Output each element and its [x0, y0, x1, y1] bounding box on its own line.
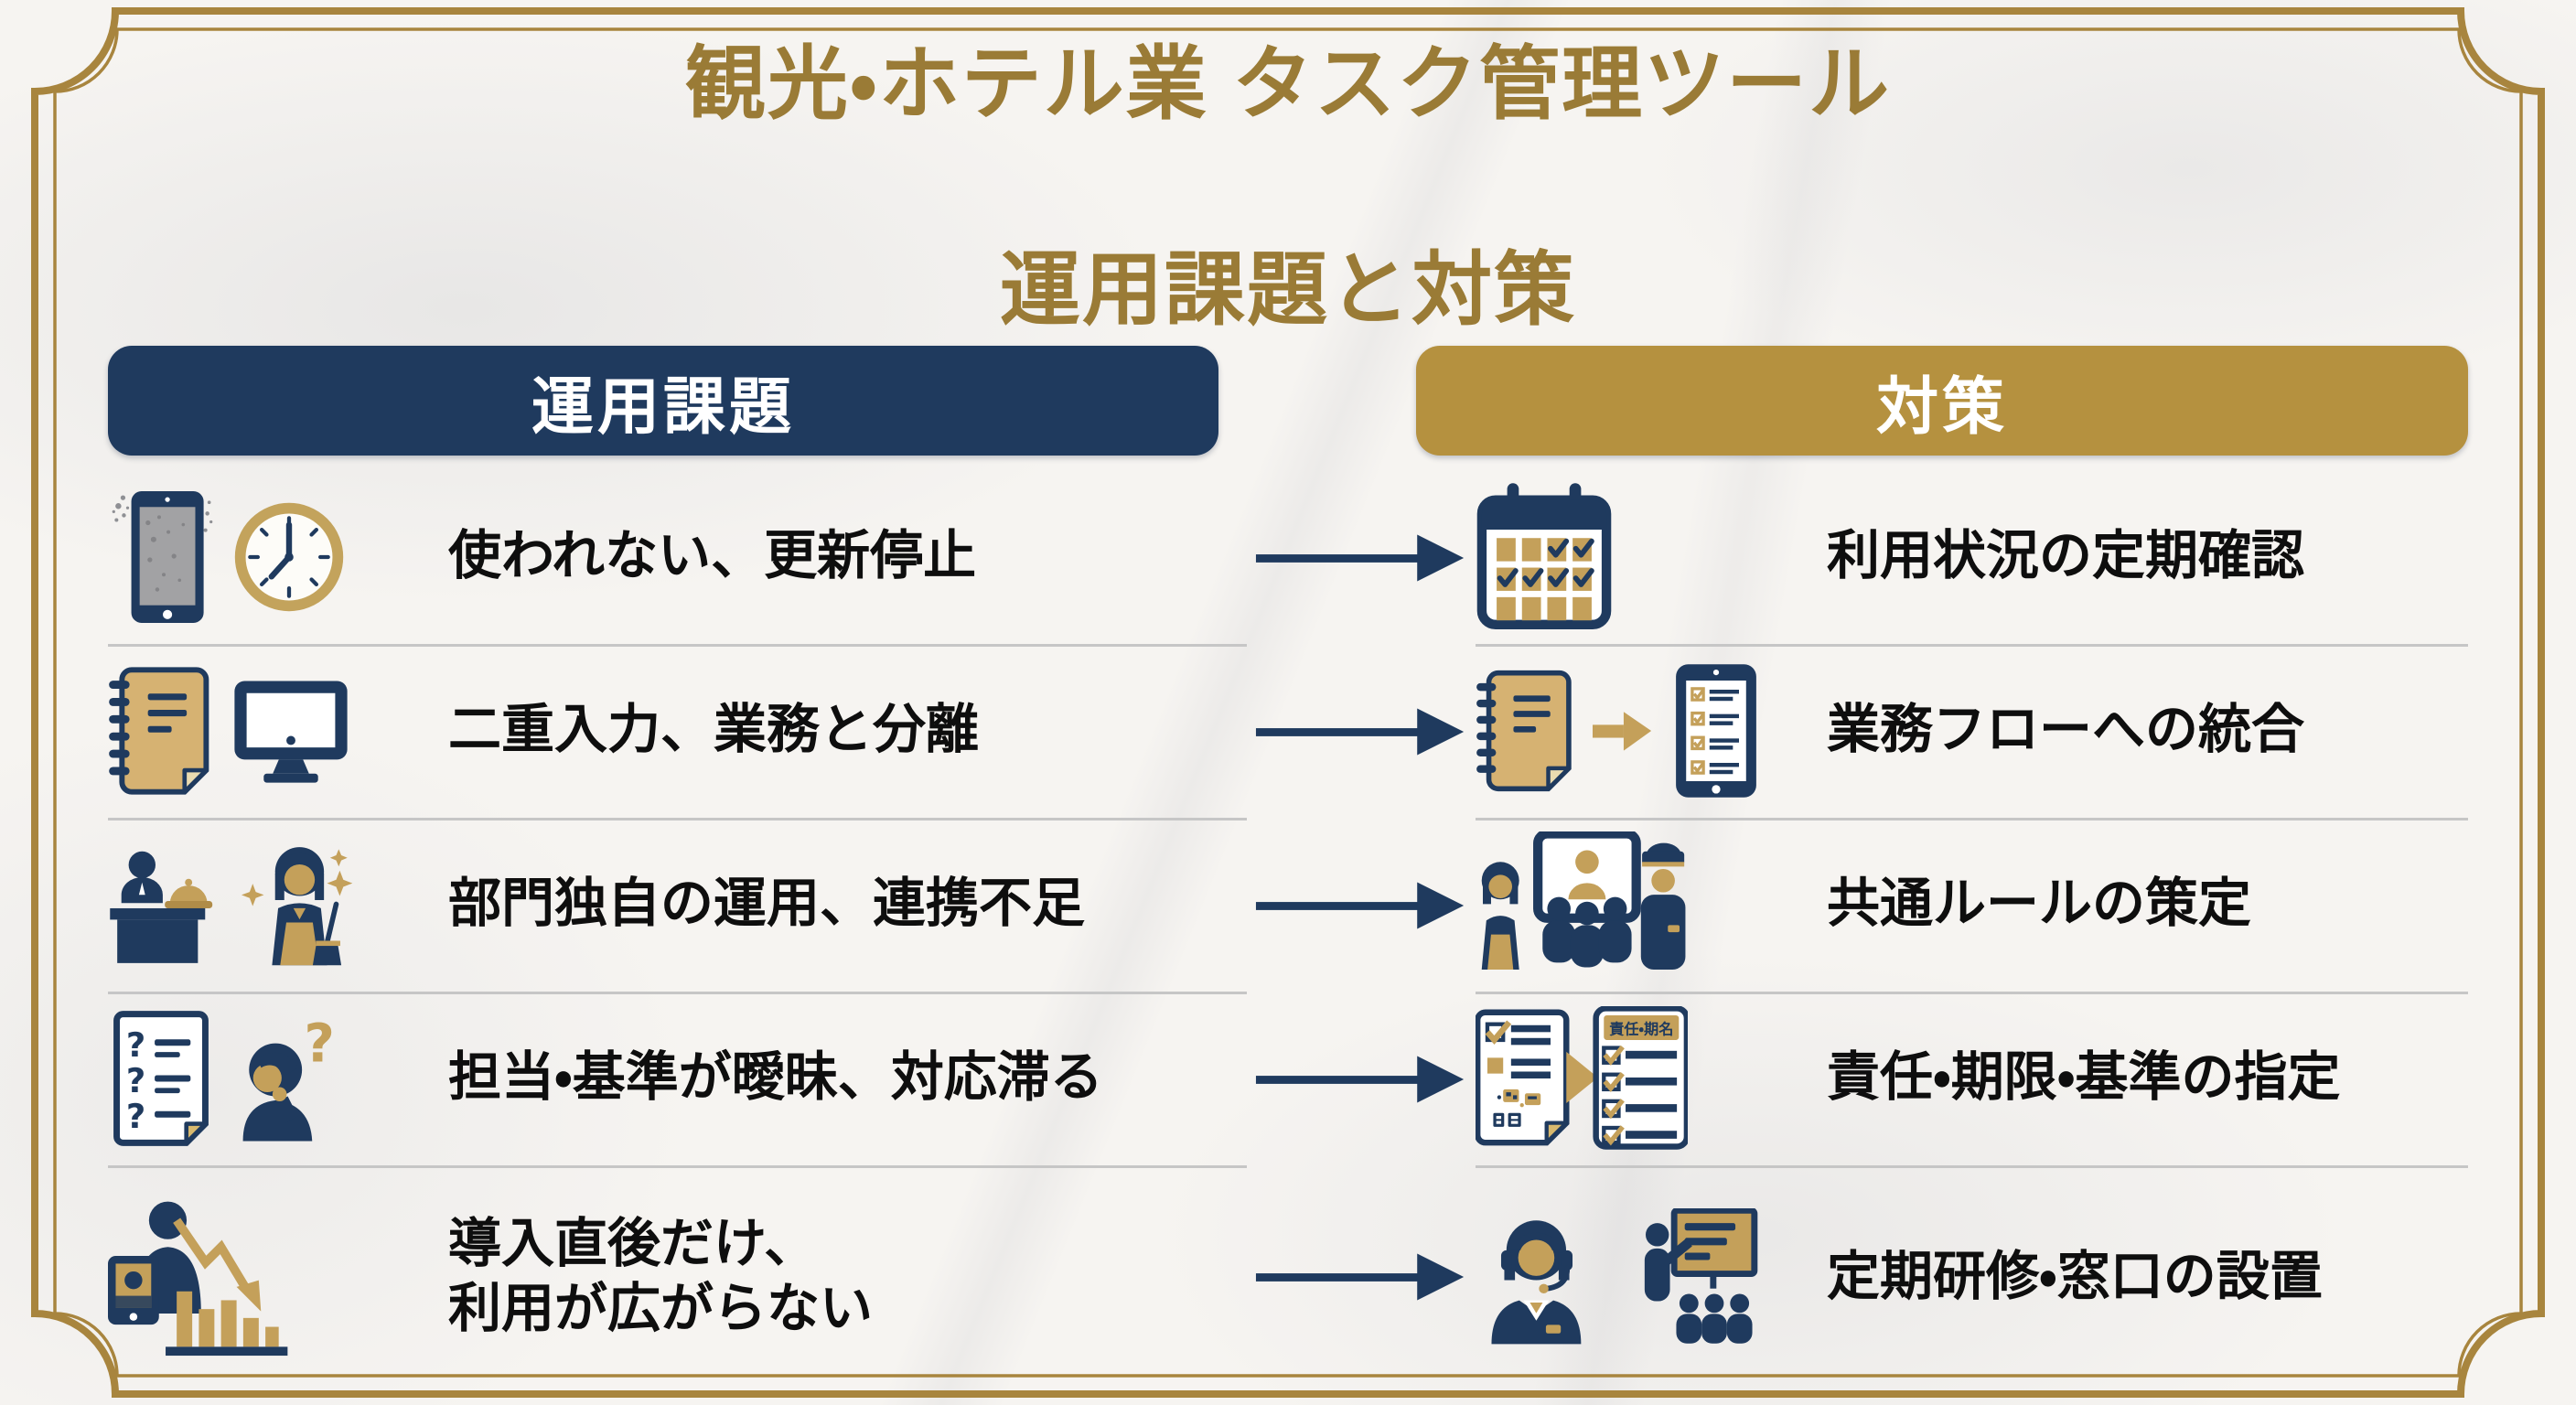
flow-arrow-icon [1247, 521, 1476, 595]
dusty-tablet-icon [112, 490, 213, 623]
svg-text:?: ? [126, 1061, 145, 1100]
issue-icons [108, 1194, 437, 1360]
support-agent-icon [1491, 1220, 1582, 1345]
issue-cell: ??? ? [108, 992, 1247, 1168]
issue-icons: ??? ? [108, 1010, 437, 1147]
issues-column-header: 運用課題 [108, 346, 1218, 456]
solution-cell: 定期研修・窓口の設置 [1476, 1166, 2468, 1388]
training-presenter-icon [1644, 1208, 1758, 1344]
issue-cell: 使われない、更新停止 [108, 470, 1247, 647]
solution-text: 責任・期限・基準の指定 [1827, 1047, 2341, 1108]
spiral-notebook-icon [109, 666, 209, 795]
svg-text:?: ? [126, 1097, 145, 1136]
solution-cell: 業務フローへの統合 [1476, 644, 2468, 820]
flow-arrow-icon [1247, 1043, 1476, 1116]
solution-text: 定期研修・窓口の設置 [1827, 1246, 2323, 1306]
page-title-line2: 運用課題と対策 [999, 244, 1576, 336]
artifact-glyphs [1493, 1089, 1541, 1127]
rows-container: 使われない、更新停止 [108, 471, 2468, 1388]
issue-icons [108, 841, 437, 969]
solutions-header-label: 対策 [1875, 371, 2008, 442]
issue-text: 導入直後だけ、 利用が広がらない [448, 1214, 874, 1338]
solution-cell: 共通ルールの策定 [1476, 818, 2468, 994]
confused-person-icon: ? [242, 1014, 335, 1141]
issue-icons [108, 663, 437, 799]
housekeeper-icon [242, 846, 353, 965]
issue-text: 担当・基準が曖昧、対応滞る [448, 1047, 1103, 1108]
issue-icons [108, 488, 437, 627]
spiral-notebook-icon [1476, 670, 1572, 791]
table-row: ??? ? [108, 992, 2468, 1168]
issue-cell: 部門独自の運用、連携不足 [108, 818, 1247, 994]
issue-cell: 二重入力、業務と分離 [108, 644, 1247, 820]
page-title-line1: 観光・ホテル業 タスク管理ツール [684, 38, 1892, 129]
gold-arrow-icon [1593, 711, 1652, 751]
table-row: 使われない、更新停止 [108, 470, 2468, 647]
solutions-column-header: 対策 [1416, 346, 2468, 456]
solution-cell: 利用状況の定期確認 [1476, 470, 2468, 647]
staff-meeting-icon [1481, 831, 1686, 970]
svg-text:?: ? [126, 1024, 145, 1064]
flow-arrow-icon [1247, 869, 1476, 942]
desktop-monitor-icon [234, 681, 348, 783]
solution-cell: 責任・期名 責任・期限・基準の指定 [1476, 992, 2468, 1168]
issue-text: 部門独自の運用、連携不足 [448, 874, 1086, 934]
table-row: 二重入力、業務と分離 [108, 644, 2468, 820]
front-desk-bell-icon [110, 851, 213, 963]
flow-arrow-icon [1247, 695, 1476, 768]
solution-text: 業務フローへの統合 [1827, 700, 2305, 760]
issue-cell: 導入直後だけ、 利用が広がらない [108, 1166, 1247, 1388]
table-row: 導入直後だけ、 利用が広がらない [108, 1166, 2468, 1388]
solution-icons: 責任・期名 [1476, 1006, 1816, 1150]
calendar-check-icon [1476, 482, 1612, 629]
solution-icons [1476, 1207, 1816, 1346]
flow-arrow-icon [1247, 1240, 1476, 1314]
issues-header-label: 運用課題 [531, 371, 795, 442]
solution-text: 共通ルールの策定 [1827, 874, 2252, 934]
issue-text: 使われない、更新停止 [448, 526, 977, 586]
svg-text:?: ? [304, 1014, 335, 1075]
checklist-transform-icon: 責任・期名 [1476, 1006, 1688, 1150]
tablet-checklist-icon [1676, 663, 1756, 798]
solution-text: 利用状況の定期確認 [1827, 526, 2305, 586]
table-row: 部門独自の運用、連携不足 [108, 818, 2468, 994]
solution-icons [1476, 831, 1816, 978]
issue-text: 二重入力、業務と分離 [448, 700, 980, 760]
person-declining-chart-icon [108, 1201, 288, 1357]
question-document-icon: ??? [113, 1010, 209, 1146]
solution-icons [1476, 482, 1816, 631]
page-title: 観光・ホテル業 タスク管理ツール 運用課題と対策 [0, 33, 2576, 342]
solution-icons [1476, 662, 1816, 799]
clock-icon [234, 502, 344, 611]
mini-checklist-header: 責任・期名 [1609, 1020, 1673, 1037]
